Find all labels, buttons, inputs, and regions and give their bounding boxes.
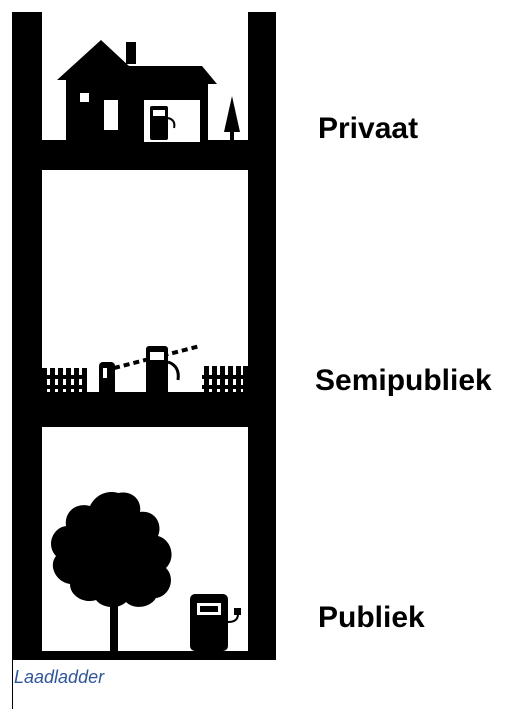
charger-icon: [150, 106, 176, 140]
tree-icon: [51, 492, 172, 652]
private-scene: [57, 40, 240, 142]
caption-divider: [12, 652, 13, 709]
level-label-semi-public: Semipubliek: [315, 364, 492, 397]
figure-caption: Laadladder: [14, 667, 105, 687]
tree-icon: [224, 96, 240, 142]
fence-icon: [202, 366, 248, 396]
charger-icon: [146, 346, 180, 396]
fence-icon: [42, 368, 87, 396]
ladder-rung-bottom: [12, 651, 276, 660]
level-label-private: Privaat: [318, 112, 419, 145]
ladder-rung-middle: [12, 395, 276, 427]
ground: [42, 392, 248, 396]
ladder-right-rail: [248, 12, 276, 660]
ladder-rung-top: [12, 140, 276, 170]
level-label-public: Publiek: [318, 601, 425, 634]
semi-public-scene: [42, 344, 248, 396]
ladder-left-rail: [12, 12, 42, 660]
charger-icon: [190, 594, 241, 651]
house-icon: [57, 40, 217, 142]
ladder-frame: [12, 12, 276, 660]
public-scene: [51, 492, 241, 652]
